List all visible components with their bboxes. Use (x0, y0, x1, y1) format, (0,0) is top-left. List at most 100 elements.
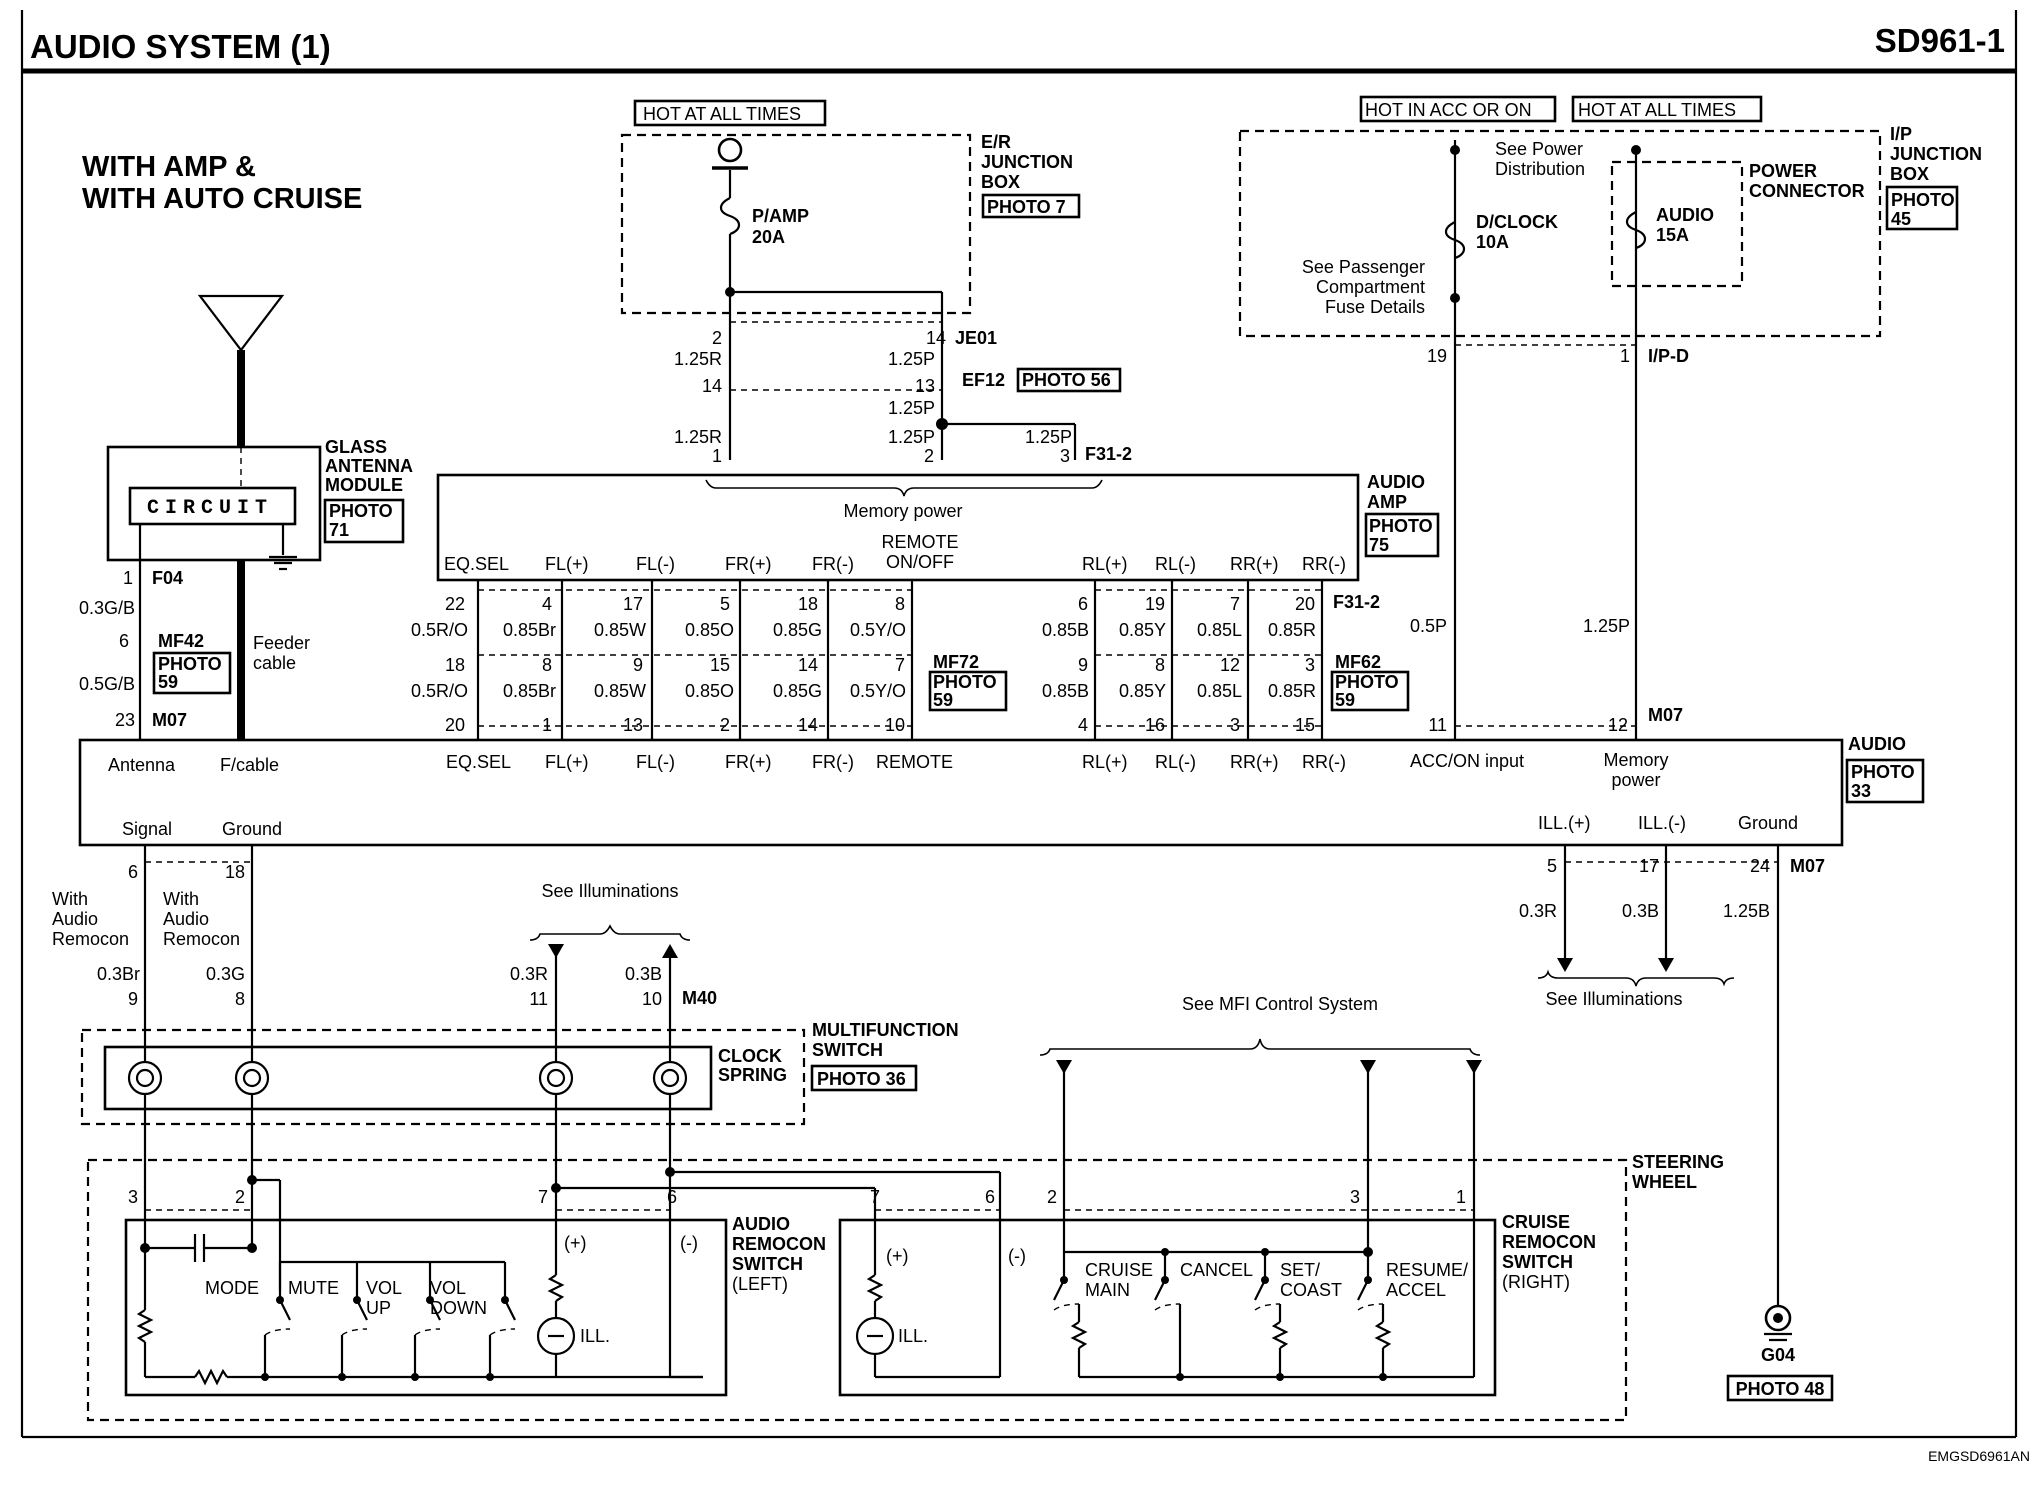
audio-pin-ground2: Ground (1738, 813, 1798, 833)
wire-label: 0.85R (1268, 620, 1316, 640)
wire-label: 1.25P (888, 398, 935, 418)
pin-label: 3 (1230, 715, 1240, 735)
amp-pin-rr-plus: RR(+) (1230, 554, 1279, 574)
switch-mute: MUTE (288, 1278, 339, 1298)
wire-label: 0.85Br (503, 620, 556, 640)
wire-label: 0.85L (1197, 620, 1242, 640)
pin-label: 6 (119, 631, 129, 651)
connector-ef12: EF12 (962, 370, 1005, 390)
pin-label: 4 (1078, 715, 1088, 735)
ip-box-label: JUNCTION (1890, 144, 1982, 164)
amp-pin-fl-plus: FL(+) (545, 554, 589, 574)
multifunction-title: MULTIFUNCTION (812, 1020, 959, 1040)
switch-vol-down: DOWN (430, 1298, 487, 1318)
connector-m07: M07 (1790, 856, 1825, 876)
wire-label: 0.85G (773, 620, 822, 640)
ip-box-label: BOX (1890, 164, 1929, 184)
switch-cruise-main: MAIN (1085, 1280, 1130, 1300)
glass-antenna-photo: 71 (329, 520, 349, 540)
ip-photo: 45 (1891, 209, 1911, 229)
pin-label: 1 (1620, 346, 1630, 366)
wire-label: 0.85O (685, 620, 734, 640)
see-passenger: See Passenger (1302, 257, 1425, 277)
pamp-fuse-label: P/AMP (752, 206, 809, 226)
pin-label: 2 (924, 446, 934, 466)
connector-mf62: MF62 (1335, 652, 1381, 672)
pin-label: 11 (529, 989, 548, 1009)
amp-pin-fr-minus: FR(-) (812, 554, 854, 574)
feeder-cable-label: Feeder (253, 633, 310, 653)
audio-pin-signal: Signal (122, 819, 172, 839)
wire-label: 0.5G/B (79, 674, 135, 694)
see-passenger: Fuse Details (1325, 297, 1425, 317)
wire-label: 0.5R/O (411, 620, 468, 640)
antenna-circuit-label: CIRCUIT (147, 497, 273, 520)
audio-pin-eqsel: EQ.SEL (446, 752, 511, 772)
wire-label: 0.3G/B (79, 598, 135, 618)
page-title: AUDIO SYSTEM (1) (30, 28, 331, 65)
hot-acc-on: HOT IN ACC OR ON (1365, 100, 1532, 120)
wire-label: 1.25P (888, 427, 935, 447)
er-box-label: BOX (981, 172, 1020, 192)
pin-label: 3 (128, 1187, 138, 1207)
switch-vol-up: UP (366, 1298, 391, 1318)
cruise-remocon-minus: (-) (1008, 1246, 1026, 1266)
remocon-note: With (163, 889, 199, 909)
wire-label: 0.5Y/O (850, 620, 906, 640)
pin-label: 7 (870, 1187, 880, 1207)
pin-label: 12 (1608, 715, 1628, 735)
wire-label: 0.85B (1042, 620, 1089, 640)
switch-cruise-main: CRUISE (1085, 1260, 1153, 1280)
er-box-label: JUNCTION (981, 152, 1073, 172)
audio-pin-rr-minus: RR(-) (1302, 752, 1346, 772)
pin-label: 4 (542, 594, 552, 614)
dclock-fuse-label: D/CLOCK (1476, 212, 1558, 232)
audio-pin-ill-minus: ILL.(-) (1638, 813, 1686, 833)
glass-antenna-title: ANTENNA (325, 456, 413, 476)
pin-label: 10 (885, 715, 905, 735)
pin-label: 6 (985, 1187, 995, 1207)
switch-resume-accel: RESUME/ (1386, 1260, 1468, 1280)
wire-label: 0.85O (685, 681, 734, 701)
see-mfi: See MFI Control System (1182, 994, 1378, 1014)
pin-label: 1 (542, 715, 552, 735)
hot-all-times-2: HOT AT ALL TIMES (1578, 100, 1736, 120)
pin-label: 19 (1145, 594, 1165, 614)
amp-pin-rl-plus: RL(+) (1082, 554, 1128, 574)
amp-photo: 75 (1369, 535, 1389, 555)
cruise-remocon-title: (RIGHT) (1502, 1272, 1570, 1292)
amp-pin-rr-minus: RR(-) (1302, 554, 1346, 574)
subtitle-line1: WITH AMP & (82, 151, 256, 183)
audio-pin-fcable: F/cable (220, 755, 279, 775)
mf42-photo: 59 (158, 672, 178, 692)
audio-remocon-minus: (-) (680, 1233, 698, 1253)
audio-fuse-label: AUDIO (1656, 205, 1714, 225)
footer-ref: EMGSD6961AN (1928, 1448, 2030, 1464)
pin-label: 14 (702, 376, 722, 396)
pin-label: 9 (128, 989, 138, 1009)
amp-pin-rl-minus: RL(-) (1155, 554, 1196, 574)
audio-remocon-switch (124, 1210, 728, 1397)
er-photo: PHOTO 7 (987, 197, 1066, 217)
pin-label: 3 (1305, 655, 1315, 675)
connector-je01: JE01 (955, 328, 997, 348)
wire-label: 0.85L (1197, 681, 1242, 701)
cruise-remocon-plus: (+) (886, 1246, 909, 1266)
remocon-note: Remocon (163, 929, 240, 949)
multifunction-switch (80, 1017, 918, 1210)
see-power-dist: Distribution (1495, 159, 1585, 179)
pin-label: 13 (915, 376, 935, 396)
pin-label: 1 (123, 568, 133, 588)
audio-remocon-plus: (+) (564, 1233, 587, 1253)
audio-pin-memory: Memory (1603, 750, 1668, 770)
pin-label: 3 (1060, 446, 1070, 466)
connector-f04: F04 (152, 568, 183, 588)
see-power-dist: See Power (1495, 139, 1583, 159)
amp-memory-power: Memory power (843, 501, 962, 521)
pin-label: 2 (720, 715, 730, 735)
wire-label: 0.85G (773, 681, 822, 701)
ef12-photo: PHOTO 56 (1022, 370, 1111, 390)
audio-unit-box (78, 738, 1844, 847)
ground-photo: PHOTO 48 (1736, 1379, 1825, 1399)
memory-power-brace (705, 479, 1103, 497)
